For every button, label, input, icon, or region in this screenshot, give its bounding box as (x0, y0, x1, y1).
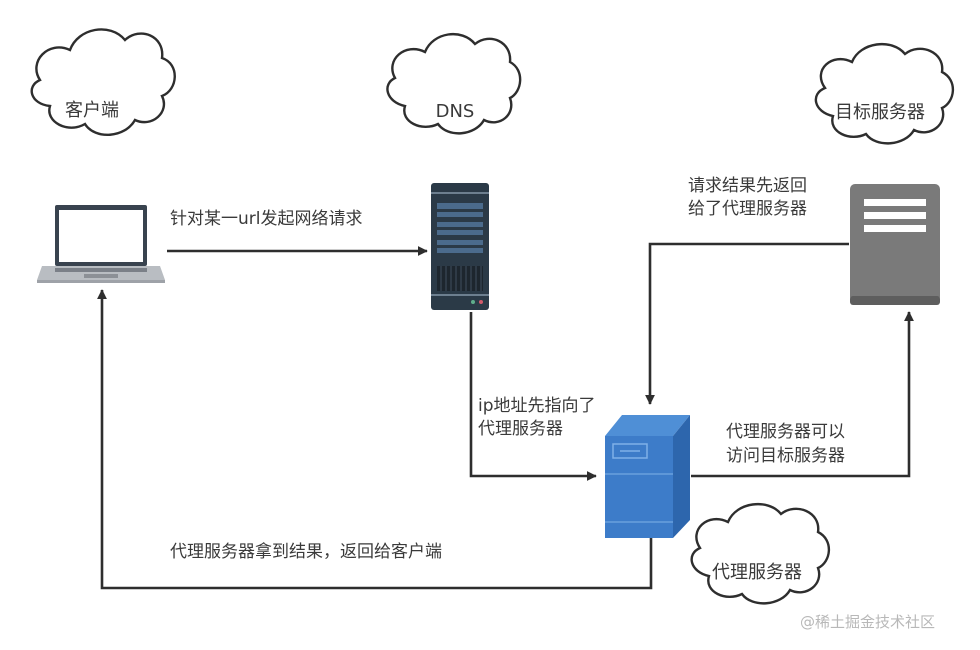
edge-dns-to-proxy (469, 312, 597, 481)
target-cloud: 目标服务器 (814, 42, 955, 145)
rack-server-icon (431, 183, 489, 310)
client-cloud: 客户端 (30, 28, 176, 137)
server-icon (850, 184, 940, 305)
laptop-icon (37, 205, 165, 283)
edge-proxy-to-target-label-2: 访问目标服务器 (726, 446, 845, 466)
proxy-cloud: 代理服务器 (690, 502, 831, 605)
cabinet-server-icon (605, 415, 690, 538)
watermark: @稀土掘金技术社区 (800, 613, 935, 631)
edge-target-to-proxy-label-1: 请求结果先返回 (688, 176, 807, 196)
cloud-shape (690, 502, 831, 605)
dns-cloud-label: DNS (436, 101, 475, 122)
cloud-shape (30, 28, 176, 137)
edge-client-to-dns-label: 针对某一url发起网络请求 (170, 209, 363, 229)
edge-dns-to-proxy-label-1: ip地址先指向了 (478, 396, 596, 416)
proxy-cloud-label: 代理服务器 (712, 562, 802, 583)
cloud-shape (814, 42, 955, 145)
edge-proxy-to-client (97, 289, 653, 590)
target-cloud-label: 目标服务器 (835, 102, 925, 123)
edge-target-to-proxy-label-2: 给了代理服务器 (688, 199, 807, 219)
edge-proxy-to-target (691, 311, 914, 478)
edge-proxy-to-target-label-1: 代理服务器可以 (726, 422, 845, 442)
edge-target-to-proxy (645, 242, 849, 405)
cloud-shape (386, 32, 522, 135)
edge-proxy-to-client-label: 代理服务器拿到结果，返回给客户端 (170, 541, 442, 562)
edge-dns-to-proxy-label-2: 代理服务器 (478, 419, 563, 439)
dns-cloud: DNS (386, 32, 522, 135)
client-cloud-label: 客户端 (65, 100, 119, 121)
